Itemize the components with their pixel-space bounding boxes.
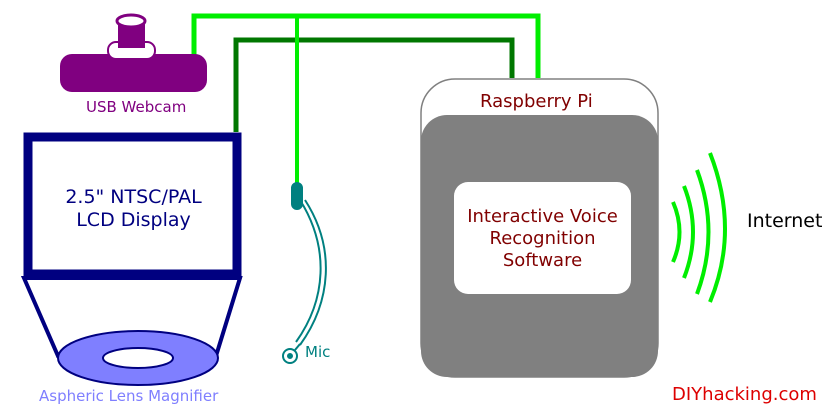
lens-label: Aspheric Lens Magnifier	[39, 387, 219, 405]
lcd-frame	[23, 132, 242, 279]
wire-webcam-to-pi	[191, 13, 541, 78]
lens-icon	[57, 330, 219, 386]
wave-4	[708, 152, 727, 303]
webcam-label: USB Webcam	[86, 98, 187, 116]
raspberry-pi	[420, 78, 659, 378]
software-label-line2: Recognition	[489, 228, 596, 249]
webcam-icon	[60, 13, 207, 92]
mic-cable-a	[295, 199, 322, 343]
pi-label: Raspberry Pi	[480, 91, 593, 112]
software-label-line3: Software	[502, 250, 583, 271]
wave-1	[671, 201, 682, 263]
wire-lcd-to-pi	[233, 37, 515, 132]
lcd-label: 2.5" NTSC/PAL LCD Display	[36, 186, 231, 232]
credit-label: DIYhacking.com	[672, 384, 817, 405]
mic-head	[291, 182, 303, 210]
microphone-icon	[282, 182, 327, 364]
lcd-label-line2: LCD Display	[76, 209, 191, 231]
software-label-line1: Interactive Voice	[467, 206, 618, 227]
mic-plug-stem	[294, 343, 301, 351]
software-box	[454, 182, 631, 294]
mic-plug-dot	[287, 353, 293, 359]
wave-2	[682, 185, 695, 279]
lcd-label-line1: 2.5" NTSC/PAL	[65, 186, 202, 208]
internet-label: Internet	[747, 210, 823, 232]
webcam-lens-top	[115, 13, 147, 29]
lcd-display	[20, 132, 243, 358]
mic-cable-b	[299, 199, 327, 346]
mic-plug	[282, 348, 298, 364]
software-label: Interactive Voice Recognition Software	[454, 206, 631, 272]
lens-inner	[102, 347, 174, 369]
webcam-base	[60, 54, 207, 92]
wires	[191, 13, 541, 184]
mic-label: Mic	[305, 343, 331, 361]
wave-3	[695, 169, 711, 295]
wifi-waves-icon	[671, 152, 727, 303]
